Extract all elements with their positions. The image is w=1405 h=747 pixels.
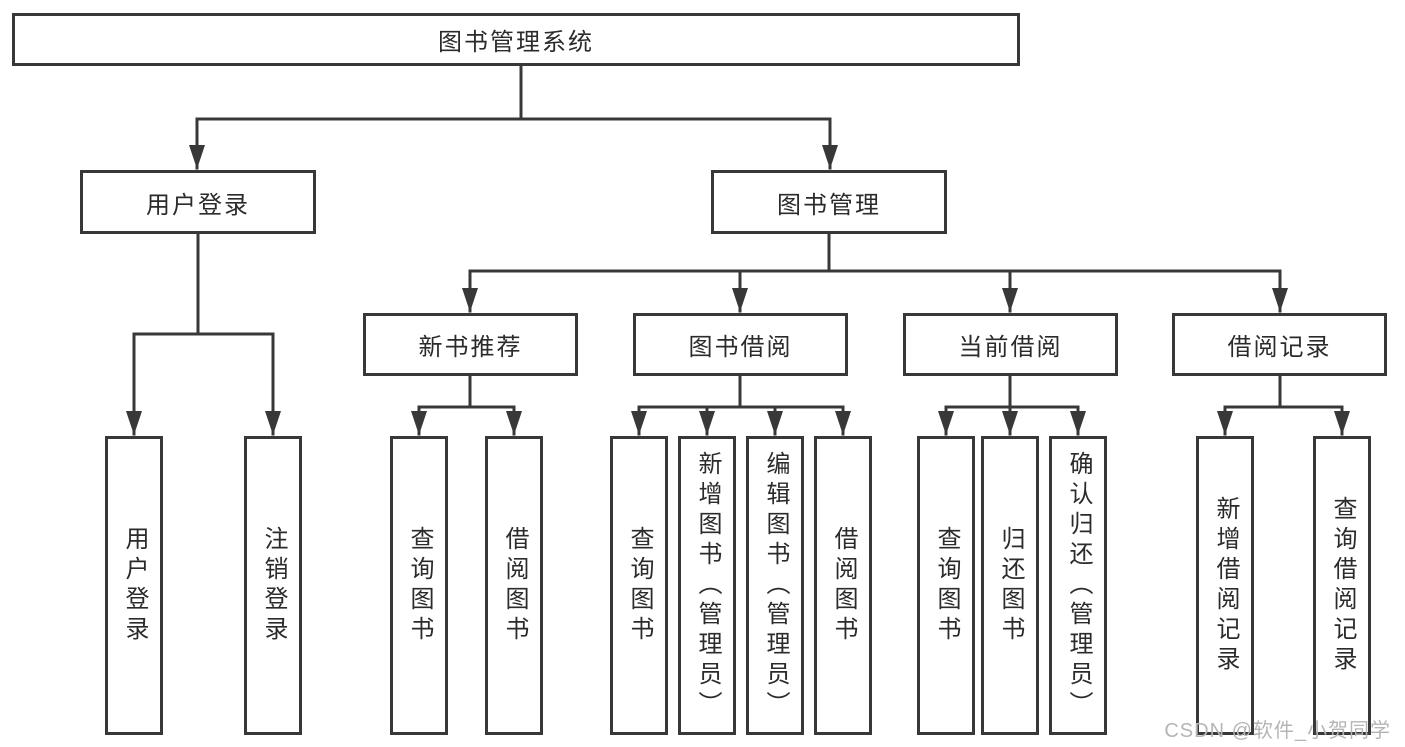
leaf-borrowing-borrow-books: 借阅图书 (814, 436, 872, 735)
leaf-records-query-borrow-record: 查询借阅记录 (1313, 436, 1371, 735)
leaf-borrowing-edit-books-admin: 编辑图书（管理员） (746, 436, 804, 735)
leaf-current-confirm-return-admin: 确认归还（管理员） (1049, 436, 1107, 735)
node-borrowing-records: 借阅记录 (1172, 313, 1387, 376)
leaf-user-login: 用户登录 (105, 436, 163, 735)
node-current-borrowing: 当前借阅 (903, 313, 1118, 376)
leaf-newbook-query-books: 查询图书 (390, 436, 448, 735)
leaf-borrowing-add-books-admin: 新增图书（管理员） (678, 436, 736, 735)
leaf-current-return-books: 归还图书 (981, 436, 1039, 735)
node-book-borrowing: 图书借阅 (633, 313, 848, 376)
leaf-borrowing-query-books: 查询图书 (610, 436, 668, 735)
node-user-login: 用户登录 (80, 170, 316, 234)
leaf-logout: 注销登录 (244, 436, 302, 735)
node-book-management: 图书管理 (711, 170, 947, 234)
leaf-current-query-books: 查询图书 (917, 436, 975, 735)
leaf-records-add-borrow-record: 新增借阅记录 (1196, 436, 1254, 735)
node-new-book-recommendation: 新书推荐 (363, 313, 578, 376)
csdn-watermark: CSDN @软件_小贺同学 (1164, 720, 1391, 742)
leaf-newbook-borrow-books: 借阅图书 (485, 436, 543, 735)
node-library-management-system: 图书管理系统 (12, 13, 1020, 66)
